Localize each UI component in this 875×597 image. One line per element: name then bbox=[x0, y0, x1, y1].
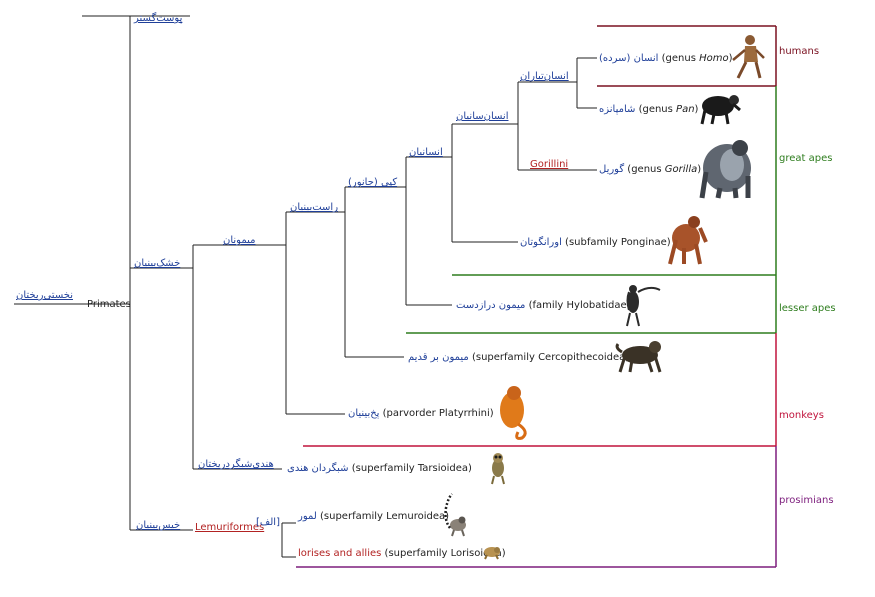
leaf-orangutans-link[interactable]: اورانگوتان bbox=[520, 236, 562, 248]
tarsier-illustration bbox=[491, 453, 505, 485]
leaf-gorillas: گوریل (genus Gorilla) bbox=[599, 163, 701, 175]
leaf-chimps-link[interactable]: شامپانزه bbox=[599, 104, 635, 115]
leaf-gibbons-rank: (family Hylobatidae) bbox=[525, 300, 630, 311]
leaf-lemurs-link[interactable]: لمور bbox=[297, 511, 317, 522]
node-link-ensansan[interactable]: انسان‌سانیان bbox=[456, 111, 509, 122]
node-link-ensantabaran[interactable]: انسان‌تباران bbox=[520, 71, 569, 82]
leaf-lorises-rank: (superfamily Lorisoidea) bbox=[381, 548, 505, 559]
gorilla-illustration bbox=[699, 140, 751, 199]
node-link-pust[interactable]: پوست‌گستر bbox=[133, 12, 183, 24]
group-brackets bbox=[296, 25, 777, 568]
leaf-tarsiers-rank: (superfamily Tarsioidea) bbox=[349, 463, 472, 474]
lemur-illustration bbox=[444, 493, 466, 537]
leaf-chimps-genus: Pan bbox=[676, 104, 695, 115]
node-link-meymun[interactable]: میمونان bbox=[223, 235, 256, 246]
node-link-lemuriformes[interactable]: Lemuriformes bbox=[195, 522, 264, 533]
group-label-great-apes: great apes bbox=[779, 153, 832, 164]
leaf-lorises: lorises and allies (superfamily Lorisoid… bbox=[298, 548, 506, 559]
node-link-gorillini[interactable]: Gorillini bbox=[530, 159, 568, 170]
group-label-monkeys: monkeys bbox=[779, 410, 824, 421]
node-link-khis[interactable]: خیس‌بینیان bbox=[136, 520, 180, 531]
leaf-new-world-monkeys-link[interactable]: پخ‌بینیان bbox=[348, 408, 380, 419]
leaf-lorises-link[interactable]: lorises and allies bbox=[298, 548, 381, 559]
group-label-prosimians: prosimians bbox=[779, 495, 834, 506]
gibbon-illustration bbox=[626, 285, 661, 327]
leaf-old-world-monkeys-rank: (superfamily Cercopithecoidea) bbox=[469, 352, 629, 363]
group-label-lesser-apes: lesser apes bbox=[779, 303, 836, 314]
tree-branches bbox=[14, 15, 597, 558]
node-link-kapi[interactable]: کپی (جانور) bbox=[348, 177, 397, 188]
leaf-orangutans: اورانگوتان (subfamily Ponginae) bbox=[520, 236, 671, 248]
leaf-humans-close: ) bbox=[729, 53, 733, 64]
leaf-old-world-monkeys: میمون بر قدیم (superfamily Cercopithecoi… bbox=[408, 352, 629, 363]
leaf-gorillas-close: ) bbox=[697, 164, 701, 175]
leaf-humans-rank: (genus bbox=[658, 53, 699, 64]
leaf-new-world-monkeys-rank: (parvorder Platyrrhini) bbox=[379, 408, 493, 419]
leaf-chimps-close: ) bbox=[695, 104, 699, 115]
leaf-tarsiers-link[interactable]: شبگردان هندی bbox=[287, 462, 349, 474]
lemuriformes-footnote[interactable]: [الف] bbox=[256, 517, 280, 528]
loris-illustration bbox=[484, 547, 500, 560]
leaf-lemurs-rank: (superfamily Lemuroidea) bbox=[317, 511, 449, 522]
node-link-khoshk[interactable]: خشک‌بینیان bbox=[134, 258, 180, 269]
leaf-humans-link[interactable]: انسان (سرده) bbox=[599, 53, 658, 64]
leaf-old-world-monkeys-link[interactable]: میمون بر قدیم bbox=[408, 352, 469, 363]
human-illustration bbox=[732, 35, 765, 79]
leaf-new-world-monkeys: پخ‌بینیان (parvorder Platyrrhini) bbox=[348, 408, 494, 419]
leaf-gibbons: میمون درازدست (family Hylobatidae) bbox=[456, 300, 631, 311]
leaf-gorillas-genus: Gorilla bbox=[665, 164, 697, 175]
orangutan-illustration bbox=[668, 216, 708, 265]
leaf-lemurs: لمور (superfamily Lemuroidea) bbox=[297, 511, 449, 522]
node-label-primates: Primates bbox=[87, 299, 131, 310]
leaf-humans: انسان (سرده) (genus Homo) bbox=[599, 53, 733, 64]
node-link-ensanyan[interactable]: انسانیان bbox=[409, 147, 443, 158]
leaf-humans-genus: Homo bbox=[699, 53, 729, 64]
node-link-rast[interactable]: راست‌بینیان bbox=[290, 202, 338, 213]
leaf-gorillas-link[interactable]: گوریل bbox=[599, 163, 624, 175]
leaf-tarsiers: شبگردان هندی (superfamily Tarsioidea) bbox=[287, 462, 472, 474]
leaf-orangutans-rank: (subfamily Ponginae) bbox=[562, 237, 671, 248]
node-link-hendi[interactable]: هندی‌شبگردریختان bbox=[198, 458, 274, 470]
group-label-humans: humans bbox=[779, 46, 819, 57]
leaf-chimps: شامپانزه (genus Pan) bbox=[599, 104, 699, 115]
new-world-monkey-illustration bbox=[500, 386, 527, 440]
leaf-chimps-rank: (genus bbox=[635, 104, 676, 115]
leaf-gorillas-rank: (genus bbox=[624, 164, 665, 175]
chimpanzee-illustration bbox=[700, 95, 741, 125]
node-link-root[interactable]: نخستی‌ریختان bbox=[16, 290, 73, 301]
baboon-illustration bbox=[615, 341, 662, 373]
leaf-gibbons-link[interactable]: میمون درازدست bbox=[456, 300, 525, 311]
